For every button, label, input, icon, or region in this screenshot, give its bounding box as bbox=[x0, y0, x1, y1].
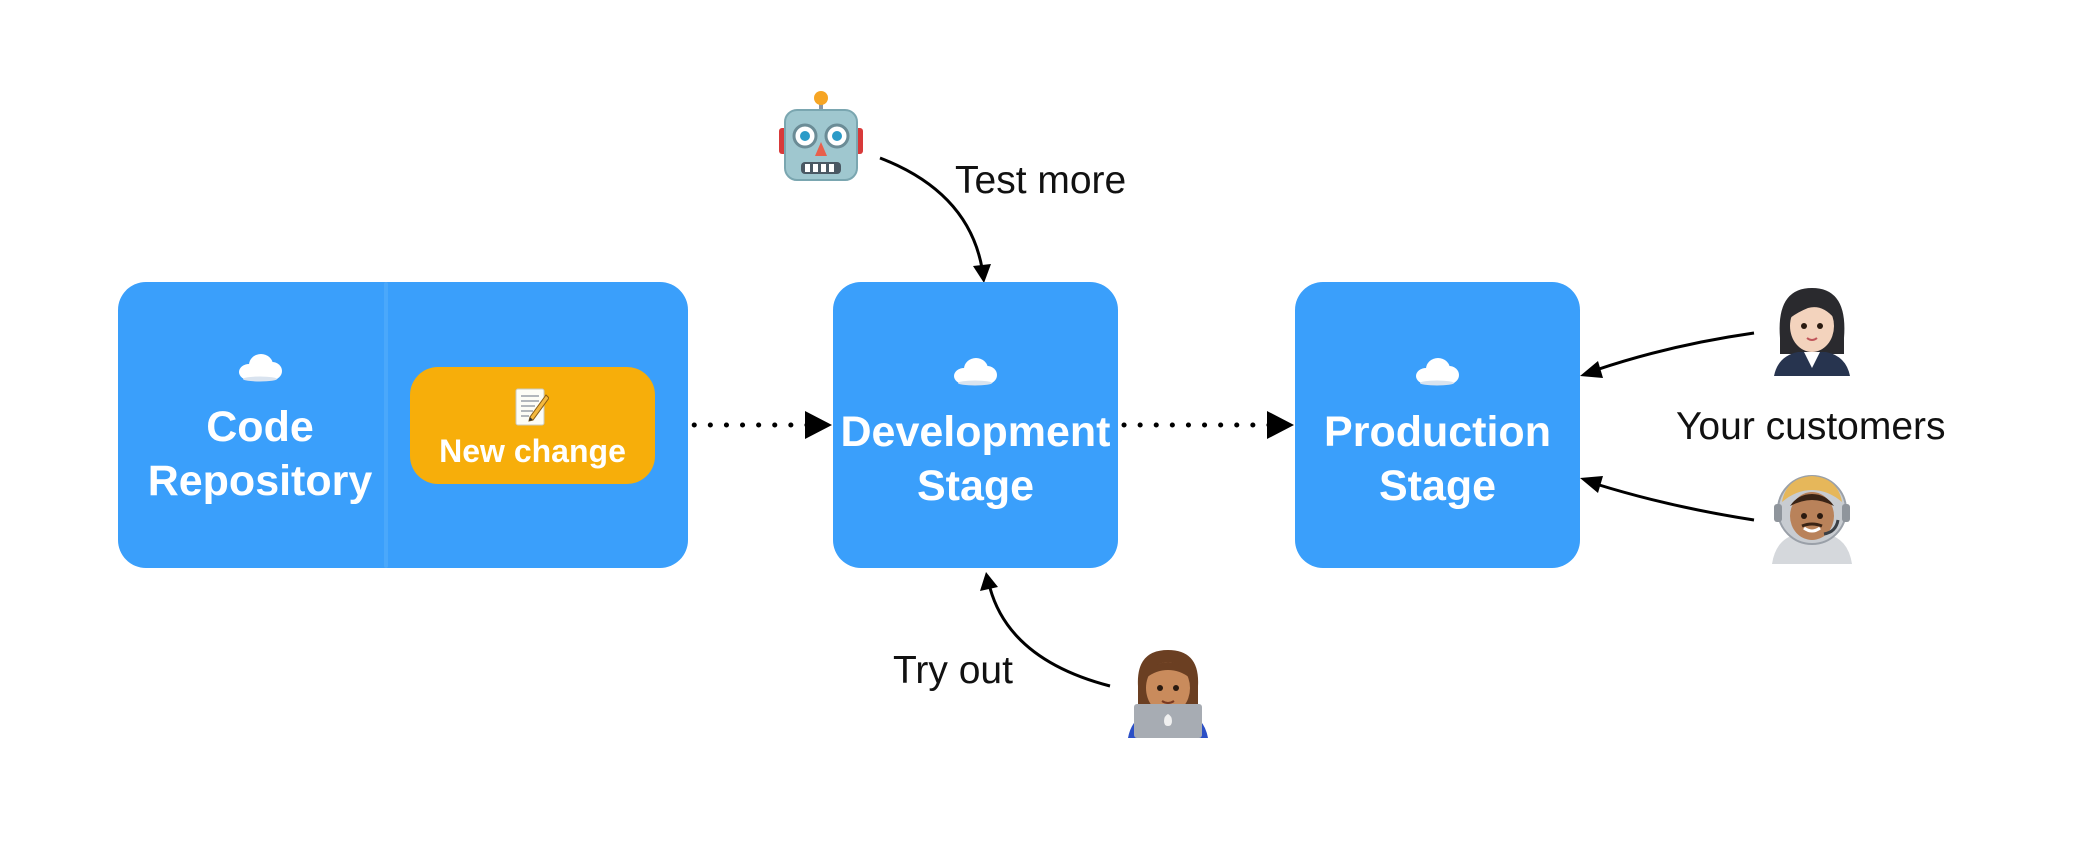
development-stage-box bbox=[833, 282, 1118, 568]
arrowhead-test-more bbox=[973, 264, 991, 283]
caption-try-out: Try out bbox=[893, 649, 1013, 692]
cloud-icon bbox=[954, 358, 997, 386]
production-stage-label: Production Stage bbox=[1324, 408, 1551, 510]
repository-stage-label: Code Repository bbox=[147, 403, 373, 505]
robot-icon bbox=[779, 91, 863, 181]
arrow-customer-b bbox=[1595, 482, 1755, 522]
cloud-icon bbox=[1416, 358, 1459, 386]
caption-your-customers: Your customers bbox=[1676, 405, 1946, 448]
arrowhead-customer-b bbox=[1580, 476, 1603, 493]
production-stage-box bbox=[1295, 282, 1580, 568]
repository-box-seam bbox=[384, 282, 388, 568]
arrow-try-out bbox=[988, 587, 1111, 688]
businesswoman-icon bbox=[1774, 288, 1850, 376]
arrow-customer-a bbox=[1595, 331, 1755, 372]
development-stage-label: Development Stage bbox=[840, 408, 1111, 510]
arrowhead-dev-to-prod bbox=[1267, 411, 1294, 439]
caption-test-more: Test more bbox=[955, 159, 1127, 202]
new-change-label: New change bbox=[439, 433, 626, 469]
arrowhead-repo-to-dev bbox=[805, 411, 832, 439]
memo-icon bbox=[515, 388, 549, 426]
developer-with-laptop-icon bbox=[1128, 650, 1208, 738]
arrowhead-try-out bbox=[980, 572, 998, 591]
astronaut-icon bbox=[1772, 475, 1852, 564]
arrowhead-customer-a bbox=[1580, 361, 1603, 378]
arrow-test-more bbox=[879, 156, 984, 269]
cloud-icon bbox=[239, 354, 282, 382]
